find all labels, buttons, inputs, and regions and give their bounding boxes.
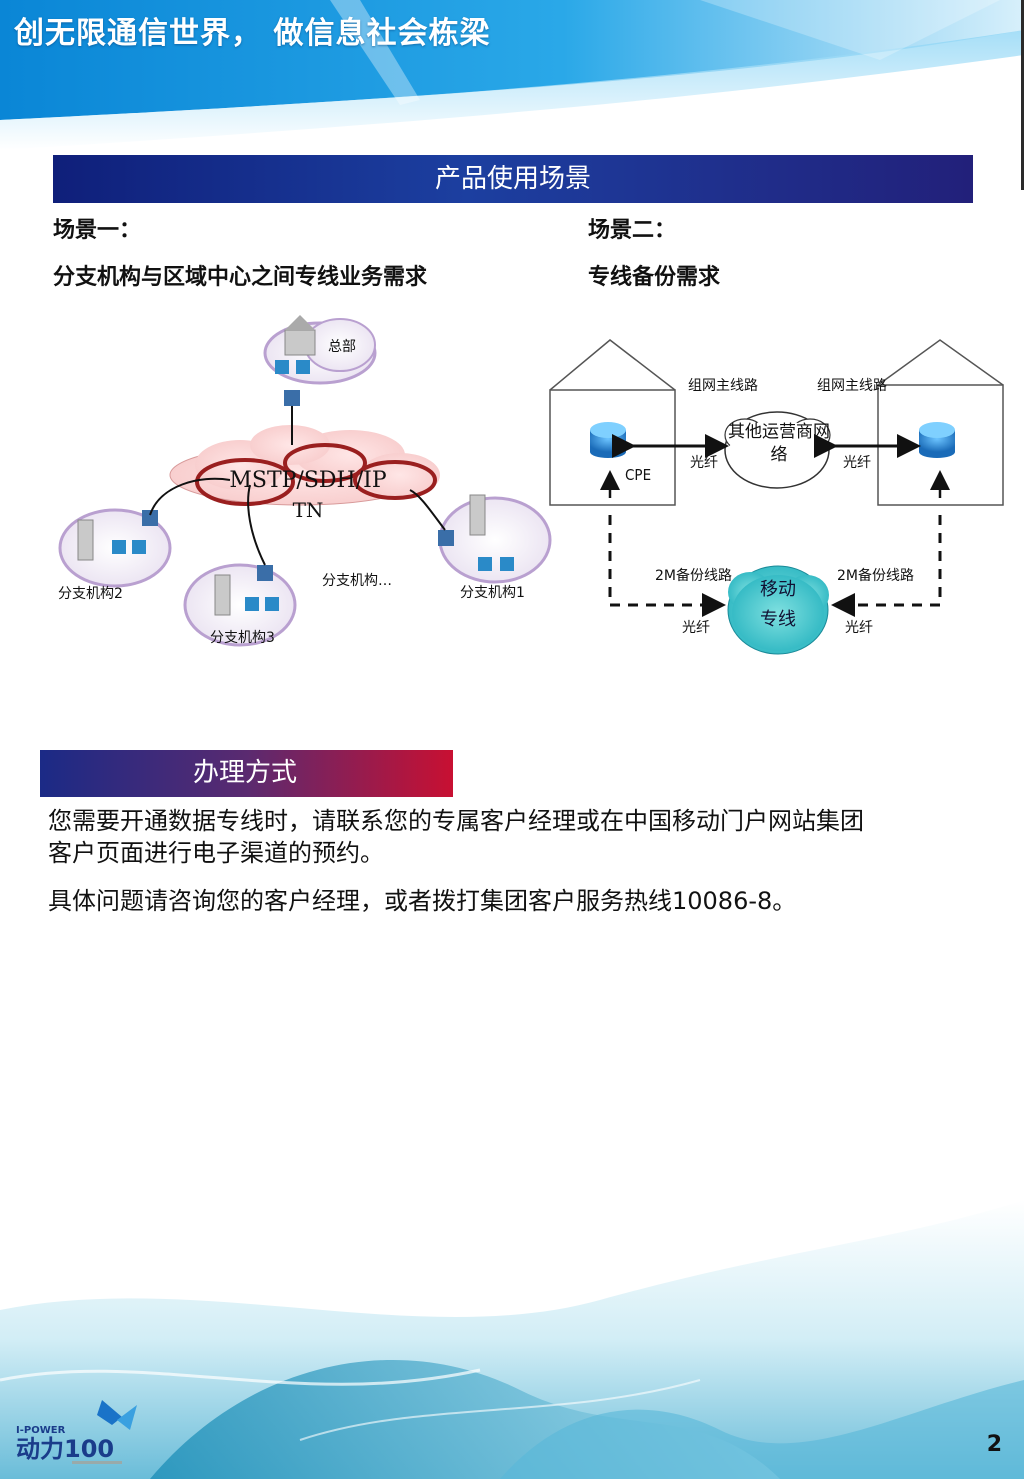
mobile-private-line-cloud <box>727 565 829 655</box>
cpe-label: CPE <box>625 466 651 484</box>
other-carrier-label-1: 其他运营商网 <box>728 422 830 442</box>
scene2-heading: 场景二： <box>588 218 677 243</box>
hq-switch-icon <box>296 360 310 374</box>
section-bar-apply <box>40 750 453 797</box>
scene2-backup-diagram: CPE 其他运营商网 络 组网主线路 组网主线路 光纤 光纤 2M备份线路 2M… <box>549 339 1004 655</box>
left-router-icon <box>590 422 626 458</box>
mobile-label-1: 移动 <box>760 579 796 600</box>
section-title-apply: 办理方式 <box>192 758 297 788</box>
fiber-right-top-label: 光纤 <box>843 455 871 471</box>
apply-paragraph-1-line-2: 客户页面进行电子渠道的预约。 <box>48 839 384 867</box>
section-title-usage: 产品使用场景 <box>434 164 591 194</box>
right-router-icon <box>919 422 955 458</box>
other-carrier-label-2: 络 <box>771 445 788 465</box>
section-bar-usage <box>53 155 973 203</box>
fiber-left-bottom-label: 光纤 <box>682 620 710 636</box>
fiber-left-top-label: 光纤 <box>690 455 718 471</box>
mobile-label-2: 专线 <box>760 609 796 630</box>
header-slogan: 创无限通信世界， 做信息社会栋梁 <box>14 16 491 51</box>
hq-cloud <box>263 315 377 385</box>
branch-more-label: 分支机构… <box>322 573 392 589</box>
branch1-cloud <box>438 494 552 584</box>
logo-top-text: I-POWER <box>16 1425 66 1436</box>
hq-router-icon <box>284 390 300 406</box>
branch2-cloud <box>58 508 172 588</box>
apply-paragraph-2: 具体问题请咨询您的客户经理，或者拨打集团客户服务热线10086-8。 <box>48 887 797 915</box>
apply-paragraph-1-line-1: 您需要开通数据专线时，请联系您的专属客户经理或在中国移动门户网站集团 <box>48 807 864 835</box>
page-number: 2 <box>986 1432 1002 1457</box>
branch1-label: 分支机构1 <box>460 585 525 601</box>
hq-label: 总部 <box>328 339 356 355</box>
right-edge-rule <box>1021 0 1024 190</box>
backup-left-label: 2M备份线路 <box>655 567 732 584</box>
fiber-right-bottom-label: 光纤 <box>845 620 873 636</box>
backup-right-label: 2M备份线路 <box>837 567 914 584</box>
header-banner <box>0 0 1024 150</box>
logo-main-text: 动力100 <box>16 1435 114 1463</box>
scene1-subtitle: 分支机构与区域中心之间专线业务需求 <box>53 265 428 290</box>
branch2-label: 分支机构2 <box>58 586 123 602</box>
i-power-logo: I-POWER 动力100 <box>12 1395 142 1470</box>
branch3-cloud <box>183 563 297 647</box>
scene1-heading: 场景一： <box>53 218 142 243</box>
core-network-label-1: MSTP/SDH/IP <box>229 468 386 493</box>
main-line-right-label: 组网主线路 <box>817 378 887 394</box>
scene1-network-diagram: MSTP/SDH/IP TN 总部 分支机构2 分支机构3 分支机构1 <box>58 315 552 647</box>
footer-wave-decoration <box>0 1200 1024 1479</box>
hq-switch-icon <box>275 360 289 374</box>
branch3-label: 分支机构3 <box>210 630 275 646</box>
main-line-left-label: 组网主线路 <box>688 378 758 394</box>
core-network-label-2: TN <box>293 498 324 522</box>
core-network-cloud <box>169 425 440 506</box>
scene2-subtitle: 专线备份需求 <box>588 265 721 290</box>
